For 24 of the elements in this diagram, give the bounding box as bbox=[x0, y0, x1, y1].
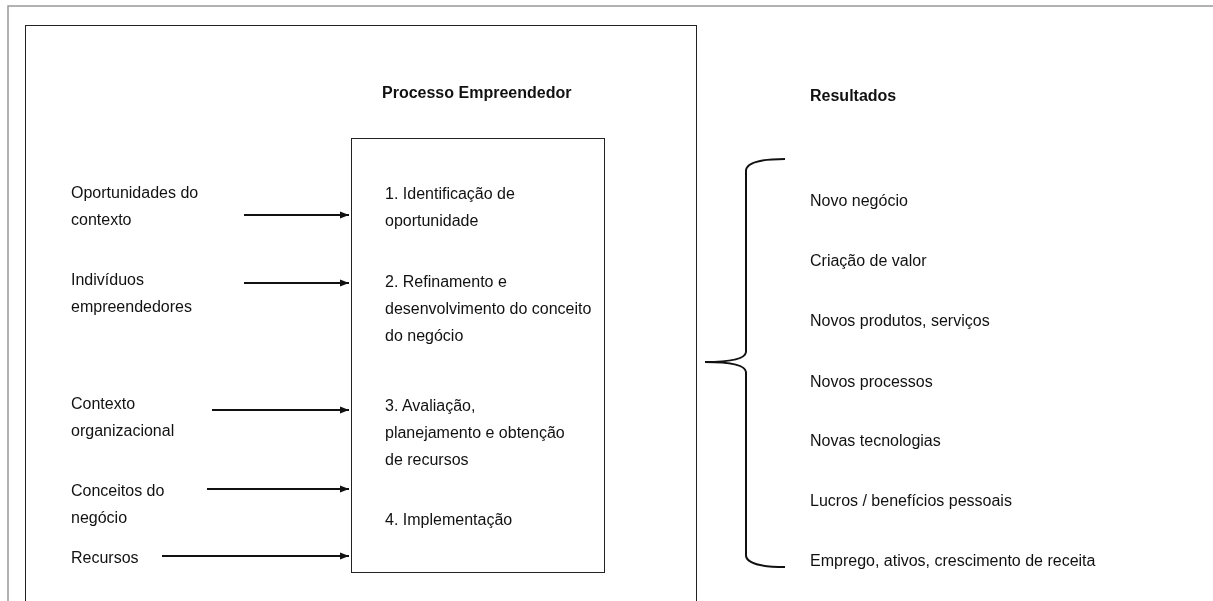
result-item: Criação de valor bbox=[810, 251, 927, 271]
process-step: 2. Refinamento e desenvolvimento do conceito do negócio bbox=[385, 268, 595, 349]
result-item: Novo negócio bbox=[810, 191, 908, 211]
result-item: Emprego, ativos, crescimento de receita bbox=[810, 551, 1096, 571]
input-label: Indivíduos empreendedores bbox=[71, 266, 243, 322]
input-label: Oportunidades do contexto bbox=[71, 179, 243, 235]
box-heading: Processo Empreendedor bbox=[382, 83, 572, 103]
process-step: 1. Identificação de oportunidade bbox=[385, 180, 560, 234]
arrow bbox=[243, 279, 350, 287]
column-heading: Resultados bbox=[810, 86, 897, 106]
arrow bbox=[211, 406, 350, 414]
result-item: Novos produtos, serviços bbox=[810, 311, 990, 331]
process-step: 3. Avaliação, planejamento e obtenção de recursos bbox=[385, 392, 565, 473]
input-label: Recursos bbox=[71, 544, 161, 572]
frame-box bbox=[25, 25, 697, 601]
arrow bbox=[206, 485, 350, 493]
input-label: Contexto organizacional bbox=[71, 390, 211, 446]
result-item: Novas tecnologias bbox=[810, 431, 941, 451]
result-item: Novos processos bbox=[810, 372, 933, 392]
result-item: Lucros / benefícios pessoais bbox=[810, 491, 1012, 511]
process-step: 4. Implementação bbox=[385, 506, 585, 533]
input-label: Conceitos do negócio bbox=[71, 477, 206, 533]
arrow bbox=[161, 552, 350, 560]
arrow bbox=[243, 211, 350, 219]
